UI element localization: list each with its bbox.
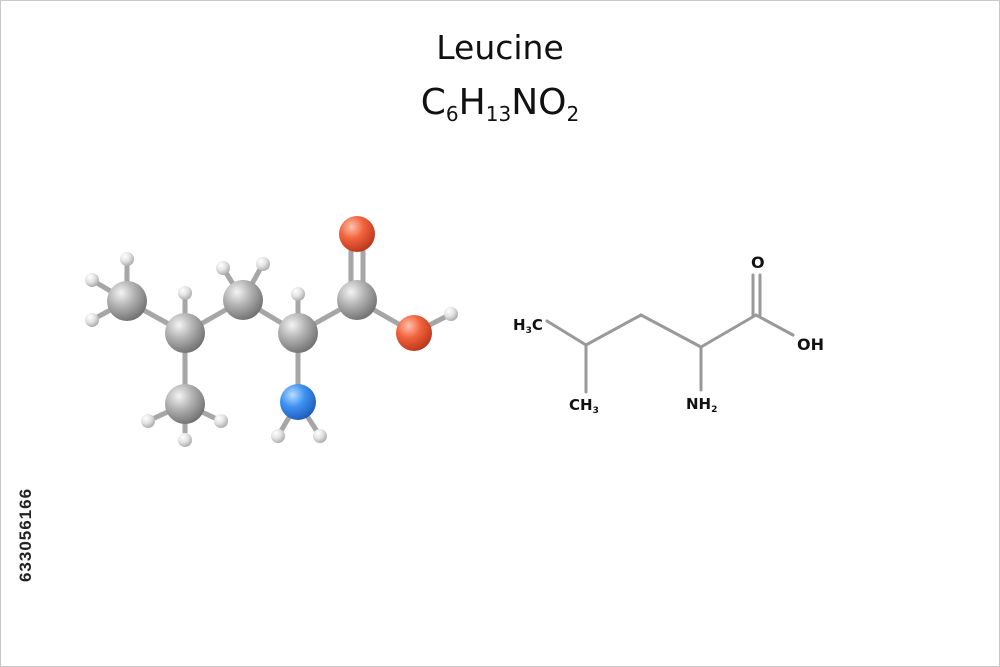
- hydrogen-atom: [178, 433, 192, 447]
- oxygen-atom: [339, 216, 375, 252]
- carbon-atom: [165, 313, 205, 353]
- hydrogen-atom: [256, 257, 270, 271]
- hydrogen-atom: [313, 429, 327, 443]
- hydrogen-atom: [141, 414, 155, 428]
- label-nh2: NH2: [686, 395, 717, 415]
- hydrogen-atom: [85, 273, 99, 287]
- label-o-double: O: [751, 253, 765, 272]
- carbon-atom: [278, 313, 318, 353]
- hydrogen-atom: [216, 261, 230, 275]
- hydrogen-atom: [178, 286, 192, 300]
- oxygen-atom: [396, 315, 432, 351]
- skeletal-bonds: [545, 273, 795, 394]
- label-h3c: H3C: [513, 316, 543, 336]
- carbon-atom: [107, 281, 147, 321]
- hydrogen-atom: [444, 307, 458, 321]
- hydrogen-atom: [271, 429, 285, 443]
- atoms: [85, 216, 458, 447]
- hydrogen-atom: [120, 252, 134, 266]
- label-oh: OH: [797, 335, 824, 354]
- carbon-atom: [165, 384, 205, 424]
- hydrogen-atom: [85, 313, 99, 327]
- label-ch3: CH3: [569, 396, 599, 416]
- hydrogen-atom: [214, 414, 228, 428]
- nitrogen-atom: [280, 384, 316, 420]
- carbon-atom: [337, 280, 377, 320]
- hydrogen-atom: [291, 287, 305, 301]
- carbon-atom: [223, 280, 263, 320]
- molecule-name: Leucine: [436, 28, 564, 67]
- molecular-formula: C6H13NO2: [420, 82, 580, 126]
